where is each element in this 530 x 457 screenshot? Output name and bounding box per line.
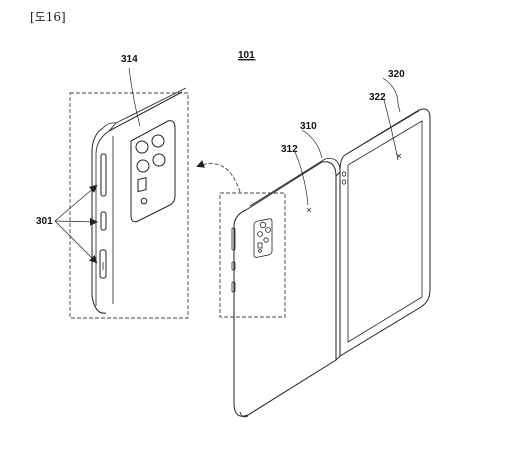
small-side-keys — [231, 227, 236, 293]
leader-312 — [294, 151, 309, 206]
leader-310 — [301, 129, 323, 159]
volume-key — [100, 153, 107, 197]
leader-301-b — [54, 217, 98, 226]
camera-flash — [137, 176, 147, 193]
detail-corner — [108, 122, 117, 132]
label-320: 320 — [388, 69, 405, 80]
detail-side-edge — [91, 127, 107, 314]
second-display-area — [347, 120, 423, 343]
enlarged-detail-view — [54, 67, 189, 319]
figure-label: [도16] — [30, 10, 66, 24]
leader-301-a — [54, 184, 98, 222]
leader-301-c — [54, 220, 98, 264]
camera-lens — [152, 153, 166, 167]
power-key — [100, 211, 107, 231]
small-camera-module — [253, 218, 273, 258]
camera-lens — [136, 159, 150, 173]
label-301: 301 — [36, 216, 53, 227]
fingerprint-key — [99, 249, 107, 279]
marker-322 — [396, 153, 402, 159]
label-101: 101 — [238, 50, 255, 61]
second-housing-outline — [339, 108, 431, 357]
detail-top-edge — [108, 91, 183, 132]
leader-322 — [383, 99, 399, 161]
enlargement-arrow — [196, 160, 241, 193]
camera-lens — [135, 140, 149, 154]
camera-sensor — [140, 197, 148, 205]
camera-lens — [151, 134, 165, 148]
leader-314 — [128, 67, 141, 127]
label-312: 312 — [281, 144, 298, 155]
label-322: 322 — [369, 92, 386, 103]
hinge-outline — [335, 170, 341, 361]
first-housing-outline — [233, 158, 341, 418]
detail-box — [69, 92, 189, 319]
side-keys — [99, 153, 107, 279]
detail-source-box — [219, 192, 286, 318]
main-device — [231, 77, 431, 418]
label-314: 314 — [121, 54, 138, 65]
second-housing-sensor-dots — [341, 171, 347, 185]
detail-inner-edge — [95, 130, 110, 306]
leader-320 — [382, 77, 401, 113]
camera-module — [130, 120, 176, 223]
label-310: 310 — [300, 121, 317, 132]
marker-312 — [306, 207, 312, 213]
